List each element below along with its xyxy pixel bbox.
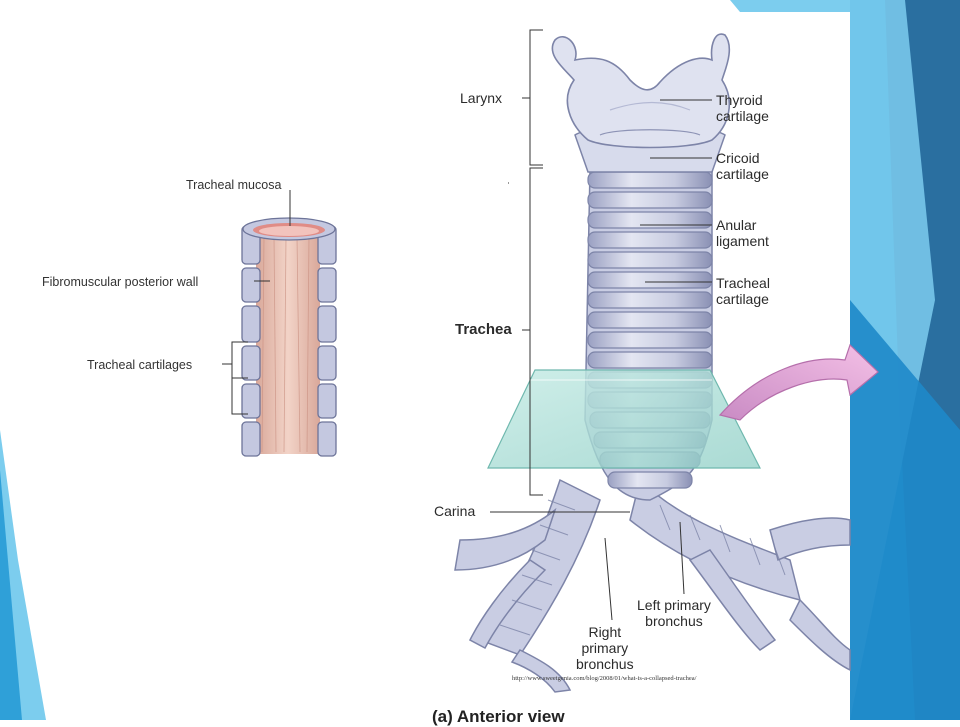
label-trachea: Trachea: [455, 321, 512, 338]
label-right-bronchus-line1: Right: [588, 624, 622, 640]
label-anular-line2: ligament: [716, 233, 769, 249]
trachea-anterior-illustration: [454, 33, 879, 693]
label-right-primary-bronchus: Right primary bronchus: [576, 624, 634, 672]
label-left-bronchus-line1: Left primary: [637, 597, 711, 613]
label-tracheal-cartilages: Tracheal cartilages: [87, 358, 193, 372]
label-carina: Carina: [434, 503, 476, 519]
label-left-primary-bronchus: Left primary bronchus: [637, 597, 711, 629]
figure-caption: (a) Anterior view: [432, 707, 565, 726]
label-tracheal-line2: cartilage: [716, 291, 769, 307]
label-tracheal-line1: Tracheal: [716, 275, 770, 291]
label-cricoid-line2: cartilage: [716, 166, 769, 182]
label-fibromuscular-posterior-wall: Fibromuscular posterior wall: [42, 275, 199, 289]
label-tracheal-cartilage: Tracheal cartilage: [716, 275, 770, 307]
label-thyroid-cartilage: Thyroid cartilage: [716, 92, 769, 124]
source-url: http://www.sweetgenia.com/blog/2008/01/w…: [512, 675, 697, 682]
right-leader-lines: [490, 29, 712, 621]
label-cricoid-cartilage: Cricoid cartilage: [716, 150, 769, 182]
label-cricoid-line1: Cricoid: [716, 150, 760, 166]
label-right-bronchus-line2: primary: [581, 640, 629, 656]
label-thyroid-line1: Thyroid: [716, 92, 763, 108]
label-left-bronchus-line2: bronchus: [645, 613, 703, 629]
left-decor: [0, 430, 46, 720]
label-anular-line1: Anular: [716, 217, 757, 233]
label-larynx: Larynx: [460, 90, 503, 106]
label-right-bronchus-line3: bronchus: [576, 656, 634, 672]
trachea-segment-illustration: [241, 217, 337, 457]
label-thyroid-line2: cartilage: [716, 108, 769, 124]
label-anular-ligament: Anular ligament: [716, 217, 769, 249]
label-tracheal-mucosa: Tracheal mucosa: [186, 178, 282, 192]
right-decor: [730, 0, 960, 720]
left-leader-lines: [222, 190, 291, 415]
